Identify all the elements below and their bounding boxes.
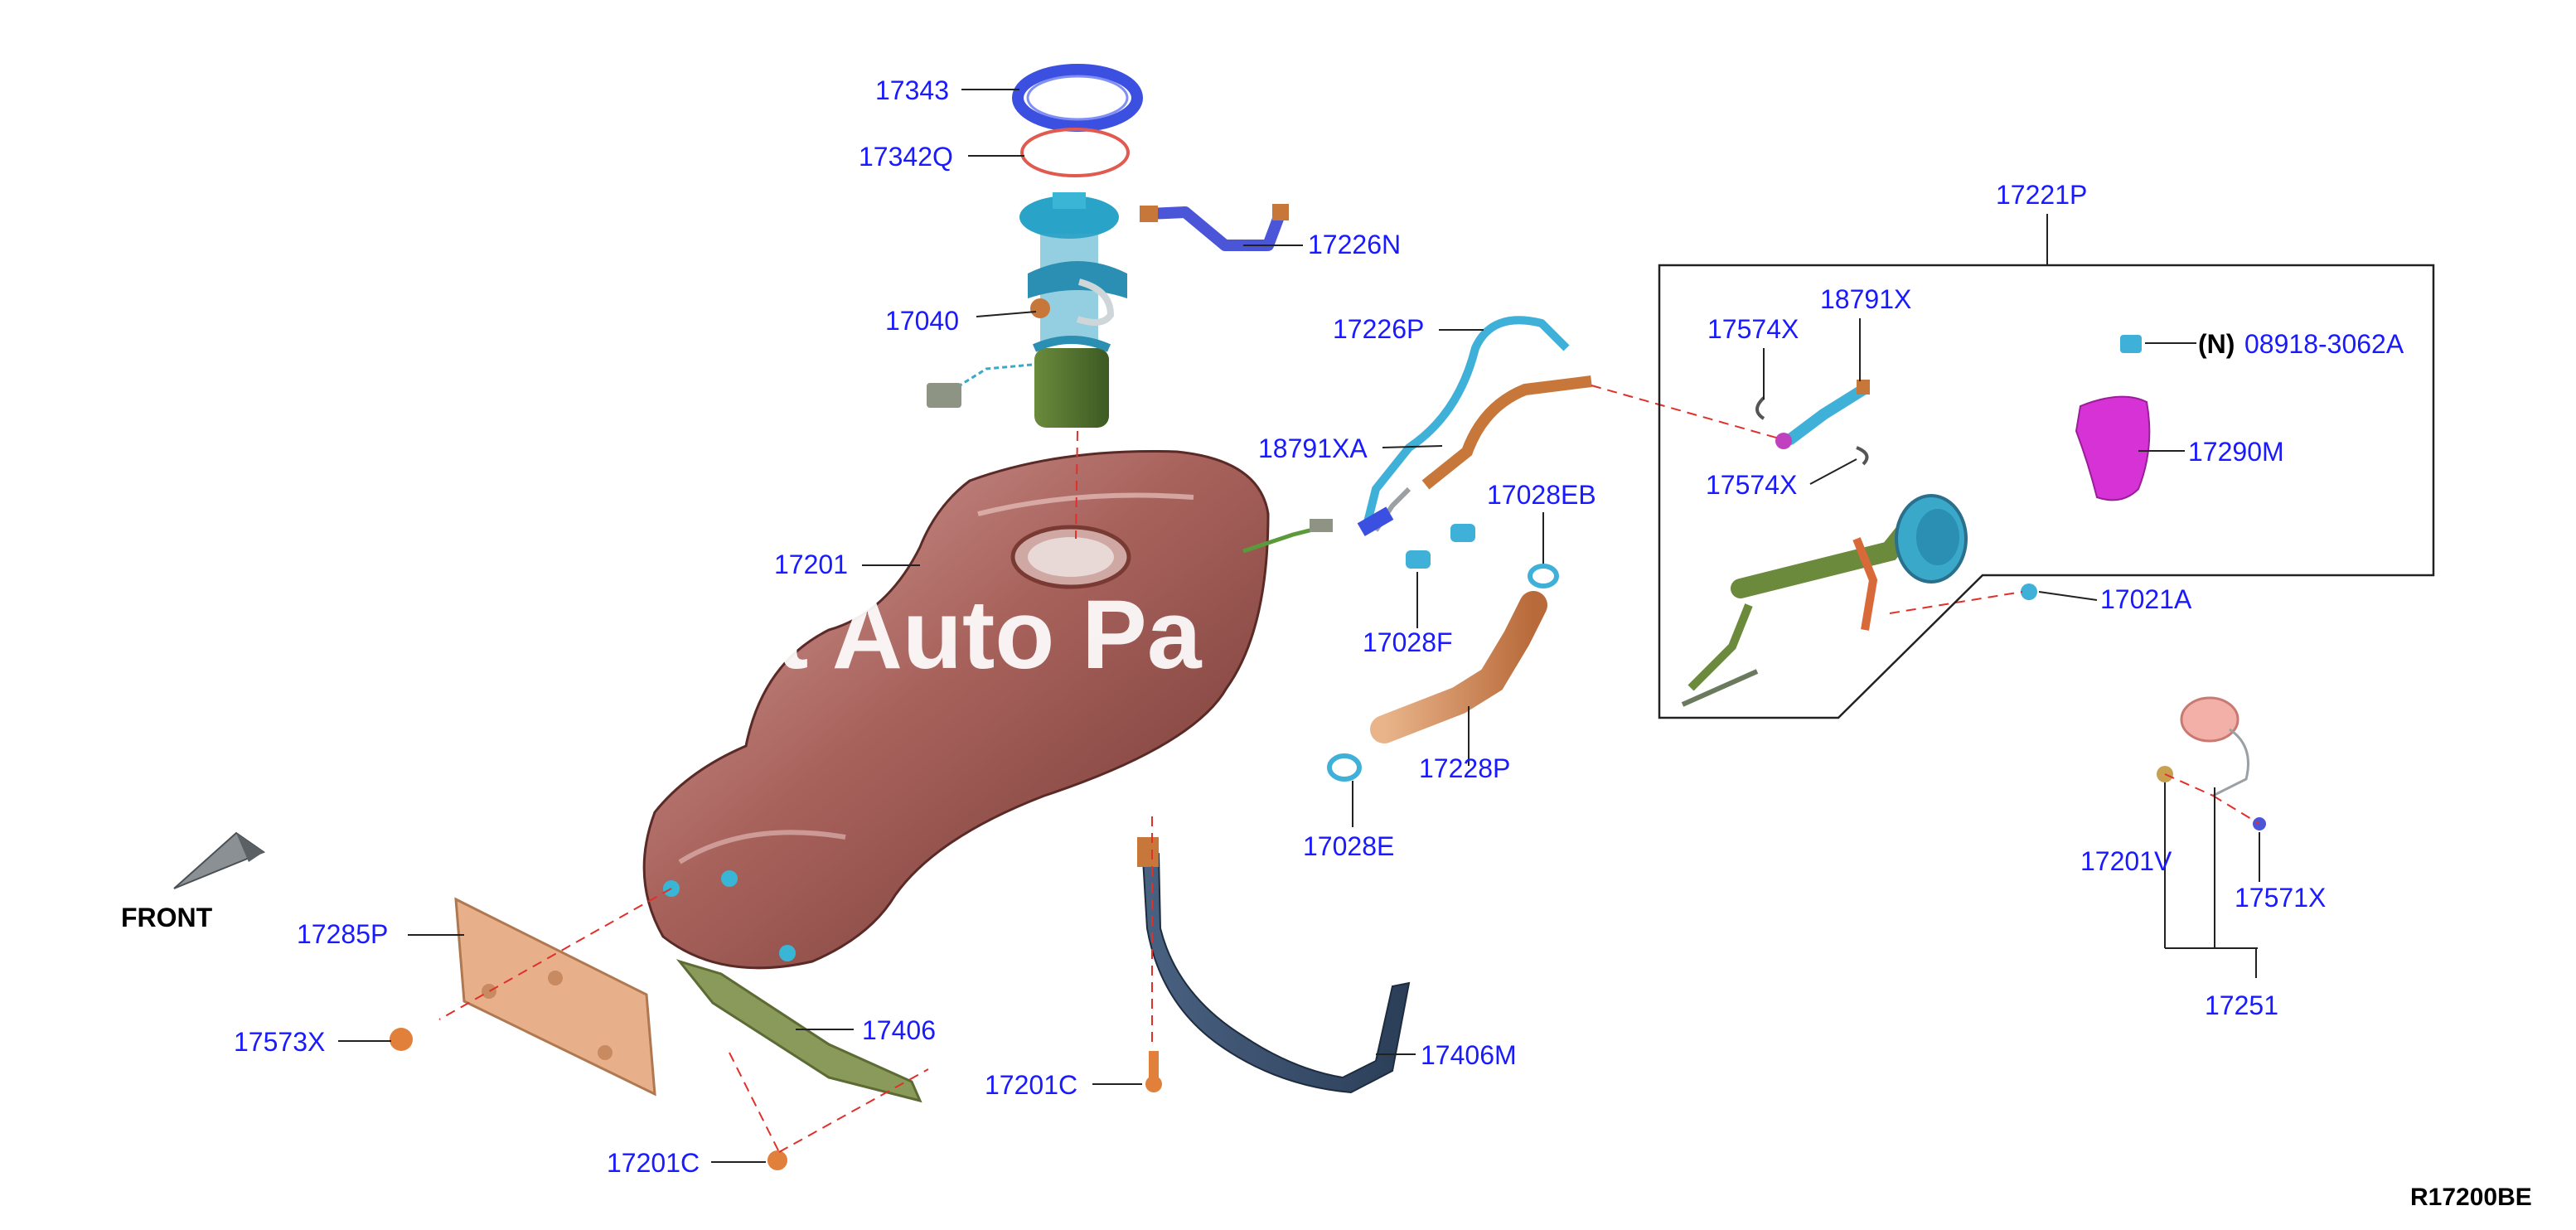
label-17228p: 17228P: [1419, 753, 1510, 783]
label-17343: 17343: [875, 75, 949, 105]
clamp-17028eb: [1528, 564, 1559, 588]
label-08918-prefix: (N): [2198, 329, 2235, 359]
fuel-pump-module-17040: [927, 192, 1127, 428]
bolt-17201c-center: [1145, 1051, 1162, 1092]
kit-box-17221p: [1658, 264, 2435, 719]
label-17574x-lower: 17574X: [1706, 470, 1797, 500]
clamp-17028e: [1327, 753, 1362, 782]
label-17028f: 17028F: [1363, 627, 1453, 657]
band-17406: [675, 959, 922, 1103]
label-17040: 17040: [885, 306, 959, 336]
label-17251: 17251: [2205, 990, 2278, 1020]
label-17342q: 17342Q: [859, 142, 953, 172]
label-17028e: 17028E: [1303, 831, 1394, 861]
watermark-text: t Auto Pa: [776, 580, 1203, 690]
breather-17021a: [2021, 584, 2037, 600]
label-17226p: 17226P: [1333, 314, 1424, 344]
band-17406m: [1140, 844, 1411, 1094]
lock-ring-17343: [1012, 64, 1143, 132]
label-08918-3062a: 08918-3062A: [2244, 329, 2404, 359]
vent-tube-17226p: [1357, 316, 1592, 536]
front-arrow-icon: [173, 831, 266, 889]
bolt-17201c-lower: [767, 1150, 787, 1170]
screw-08918-3062a: [2120, 335, 2142, 353]
fuel-cap-17251: [2157, 696, 2266, 830]
filler-neck-assembly: [1681, 494, 1968, 707]
clip-17574x-upper: [1755, 396, 1765, 420]
label-17021a: 17021A: [2100, 584, 2192, 614]
label-17290m: 17290M: [2188, 437, 2284, 467]
label-17573x: 17573X: [234, 1027, 325, 1057]
label-18791xa: 18791XA: [1258, 433, 1368, 463]
label-17285p: 17285P: [297, 919, 388, 949]
label-17201: 17201: [774, 550, 848, 579]
label-17571x: 17571X: [2235, 883, 2326, 913]
label-17574x-upper: 17574X: [1707, 314, 1799, 344]
clip-17574x-lower: [1856, 446, 1869, 466]
label-17406m: 17406M: [1421, 1040, 1517, 1070]
filler-hose-17228p: [1370, 591, 1547, 743]
diagram-code: R17200BE: [2410, 1184, 2532, 1211]
label-17201v: 17201V: [2080, 846, 2172, 876]
fuel-tank-17201: [642, 449, 1333, 970]
bolt-17573x: [390, 1028, 413, 1051]
label-17201c-center: 17201C: [985, 1070, 1077, 1100]
gasket-17342q: [1020, 128, 1130, 177]
label-17226n: 17226N: [1308, 230, 1401, 259]
filler-lid-17290m: [2075, 395, 2151, 501]
front-label: FRONT: [121, 903, 213, 932]
clamp-17028f: [1406, 524, 1475, 569]
label-17221p: 17221P: [1996, 180, 2087, 210]
vent-valve-18791x: [1775, 380, 1870, 449]
dashed-center-lines: [438, 385, 2260, 1153]
leader-lines: [338, 89, 2260, 1163]
label-17201c-lower: 17201C: [607, 1148, 700, 1178]
hose-17226n: [1140, 204, 1289, 251]
label-18791x: 18791X: [1820, 284, 1911, 314]
label-17028eb: 17028EB: [1487, 480, 1596, 510]
label-17406: 17406: [862, 1015, 936, 1045]
